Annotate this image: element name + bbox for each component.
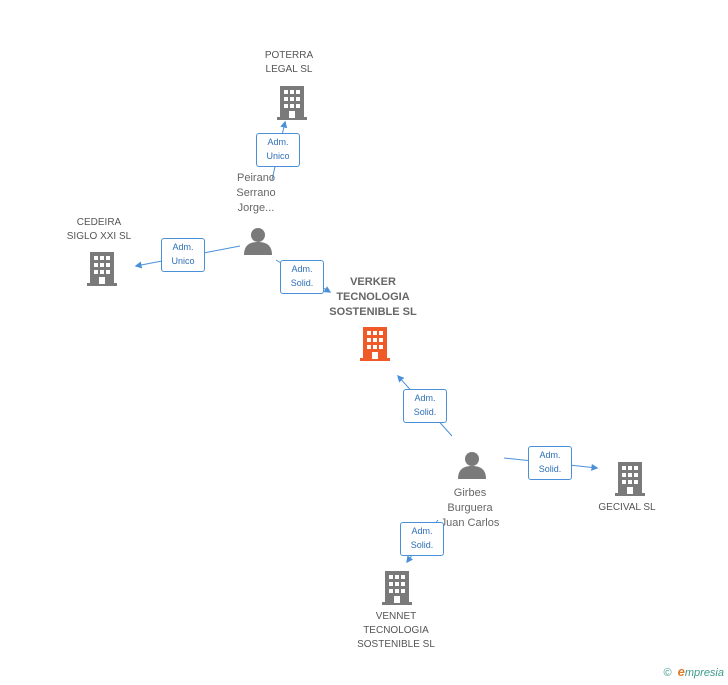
person-label-girbes[interactable]: Girbes Burguera Juan Carlos	[440, 487, 500, 529]
company-label-gecival[interactable]: GECIVAL SL	[598, 502, 656, 513]
copyright-icon: ©	[663, 667, 672, 679]
company-label-cedeira[interactable]: CEDEIRA SIGLO XXI SL	[66, 217, 132, 242]
edge-label-girbes-gecival: Adm. Solid.	[528, 446, 572, 480]
person-icon[interactable]	[458, 452, 486, 479]
edge-label-peirano-cedeira: Adm. Unico	[161, 238, 205, 272]
brand-name: mpresia	[684, 667, 724, 679]
building-icon[interactable]	[87, 252, 117, 286]
edge-label-girbes-verker: Adm. Solid.	[403, 389, 447, 423]
brand-e: e	[677, 664, 685, 679]
building-icon[interactable]	[277, 86, 307, 120]
edge-label-girbes-vennet: Adm. Solid.	[400, 522, 444, 556]
person-icon[interactable]	[244, 228, 272, 255]
company-label-verker[interactable]: VERKER TECNOLOGIA SOSTENIBLE SL	[329, 276, 417, 318]
edge-label-peirano-poterra: Adm. Unico	[256, 133, 300, 167]
person-label-peirano[interactable]: Peirano Serrano Jorge...	[236, 172, 276, 214]
building-icon[interactable]	[615, 462, 645, 496]
building-icon[interactable]	[360, 327, 390, 361]
company-label-poterra[interactable]: POTERRA LEGAL SL	[264, 50, 314, 75]
company-label-vennet[interactable]: VENNET TECNOLOGIA SOSTENIBLE SL	[357, 611, 435, 650]
edge-label-peirano-verker: Adm. Solid.	[280, 260, 324, 294]
footer-brand: © empresia	[664, 664, 724, 679]
building-icon[interactable]	[382, 571, 412, 605]
